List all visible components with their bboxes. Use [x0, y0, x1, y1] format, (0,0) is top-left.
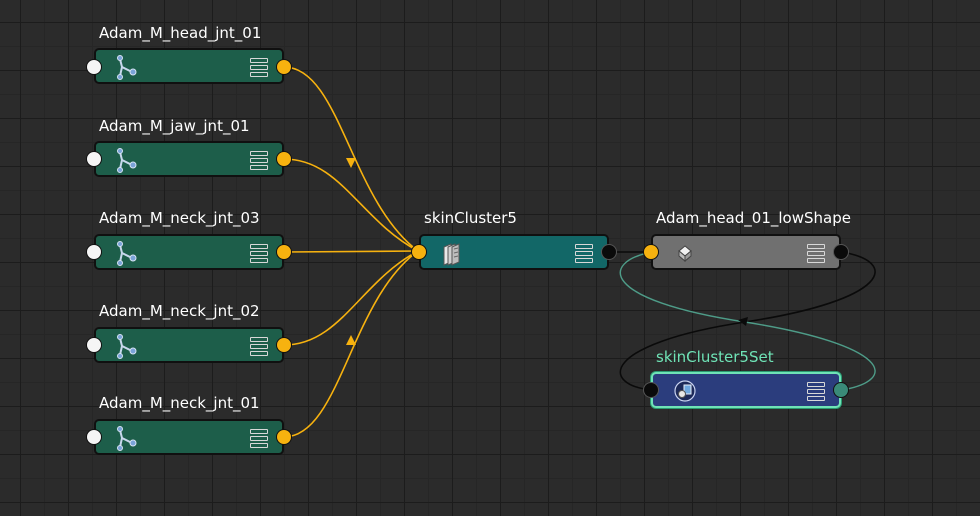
node-label-neck-jnt-03: Adam_M_neck_jnt_03 — [99, 209, 260, 227]
node-head-jnt[interactable] — [94, 48, 284, 84]
mesh-shape-icon — [678, 245, 692, 263]
wire-arrow-cross — [738, 317, 748, 326]
output-port-set[interactable] — [833, 382, 849, 398]
node-jaw-jnt[interactable] — [94, 141, 284, 177]
joint-icon — [117, 55, 137, 80]
node-menu-icon[interactable] — [575, 244, 593, 263]
wire-jaw-to-skin — [283, 158, 419, 252]
node-neck-jnt-01[interactable] — [94, 419, 284, 455]
wire-neck03-to-skin — [283, 250, 419, 253]
wire-neck02-to-skin — [283, 250, 419, 346]
wire-head-to-skin — [283, 66, 419, 252]
output-port-skin-cluster[interactable] — [601, 244, 617, 260]
node-menu-icon[interactable] — [807, 244, 825, 263]
node-menu-icon[interactable] — [250, 58, 268, 77]
input-port-set[interactable] — [643, 382, 659, 398]
node-menu-icon[interactable] — [250, 244, 268, 263]
output-port-head-jnt[interactable] — [276, 59, 292, 75]
joint-icon — [117, 334, 137, 359]
node-shape[interactable] — [651, 234, 841, 270]
joint-icon — [117, 426, 137, 451]
output-port-neck-jnt-02[interactable] — [276, 337, 292, 353]
wire-arrow-upper — [346, 158, 356, 168]
node-neck-jnt-02[interactable] — [94, 327, 284, 363]
joint-icon — [117, 148, 137, 173]
node-label-jaw-jnt: Adam_M_jaw_jnt_01 — [99, 117, 250, 135]
input-port-neck-jnt-02[interactable] — [86, 337, 102, 353]
node-menu-icon[interactable] — [250, 429, 268, 448]
wire-neck01-to-skin — [283, 250, 419, 438]
input-port-neck-jnt-01[interactable] — [86, 429, 102, 445]
input-port-shape[interactable] — [643, 244, 659, 260]
joint-icon — [117, 241, 137, 266]
node-menu-icon[interactable] — [807, 382, 825, 401]
wire-arrow-lower — [346, 335, 356, 345]
node-menu-icon[interactable] — [250, 151, 268, 170]
node-menu-icon[interactable] — [250, 337, 268, 356]
node-label-neck-jnt-01: Adam_M_neck_jnt_01 — [99, 394, 260, 412]
node-skin-cluster[interactable] — [419, 234, 609, 270]
node-label-neck-jnt-02: Adam_M_neck_jnt_02 — [99, 302, 260, 320]
input-port-jaw-jnt[interactable] — [86, 151, 102, 167]
node-label-head-jnt: Adam_M_head_jnt_01 — [99, 24, 262, 42]
node-label-set: skinCluster5Set — [656, 348, 774, 366]
output-port-neck-jnt-03[interactable] — [276, 244, 292, 260]
output-port-shape[interactable] — [833, 244, 849, 260]
input-port-head-jnt[interactable] — [86, 59, 102, 75]
output-port-neck-jnt-01[interactable] — [276, 429, 292, 445]
wire-shape-to-set — [619, 251, 876, 391]
object-set-icon — [674, 380, 696, 402]
node-set[interactable] — [651, 372, 841, 408]
output-port-jaw-jnt[interactable] — [276, 151, 292, 167]
input-port-skin-cluster[interactable] — [411, 244, 427, 260]
input-port-neck-jnt-03[interactable] — [86, 244, 102, 260]
node-label-skin-cluster: skinCluster5 — [424, 209, 517, 227]
skin-cluster-icon — [443, 243, 460, 266]
node-neck-jnt-03[interactable] — [94, 234, 284, 270]
node-label-shape: Adam_head_01_lowShape — [656, 209, 851, 227]
